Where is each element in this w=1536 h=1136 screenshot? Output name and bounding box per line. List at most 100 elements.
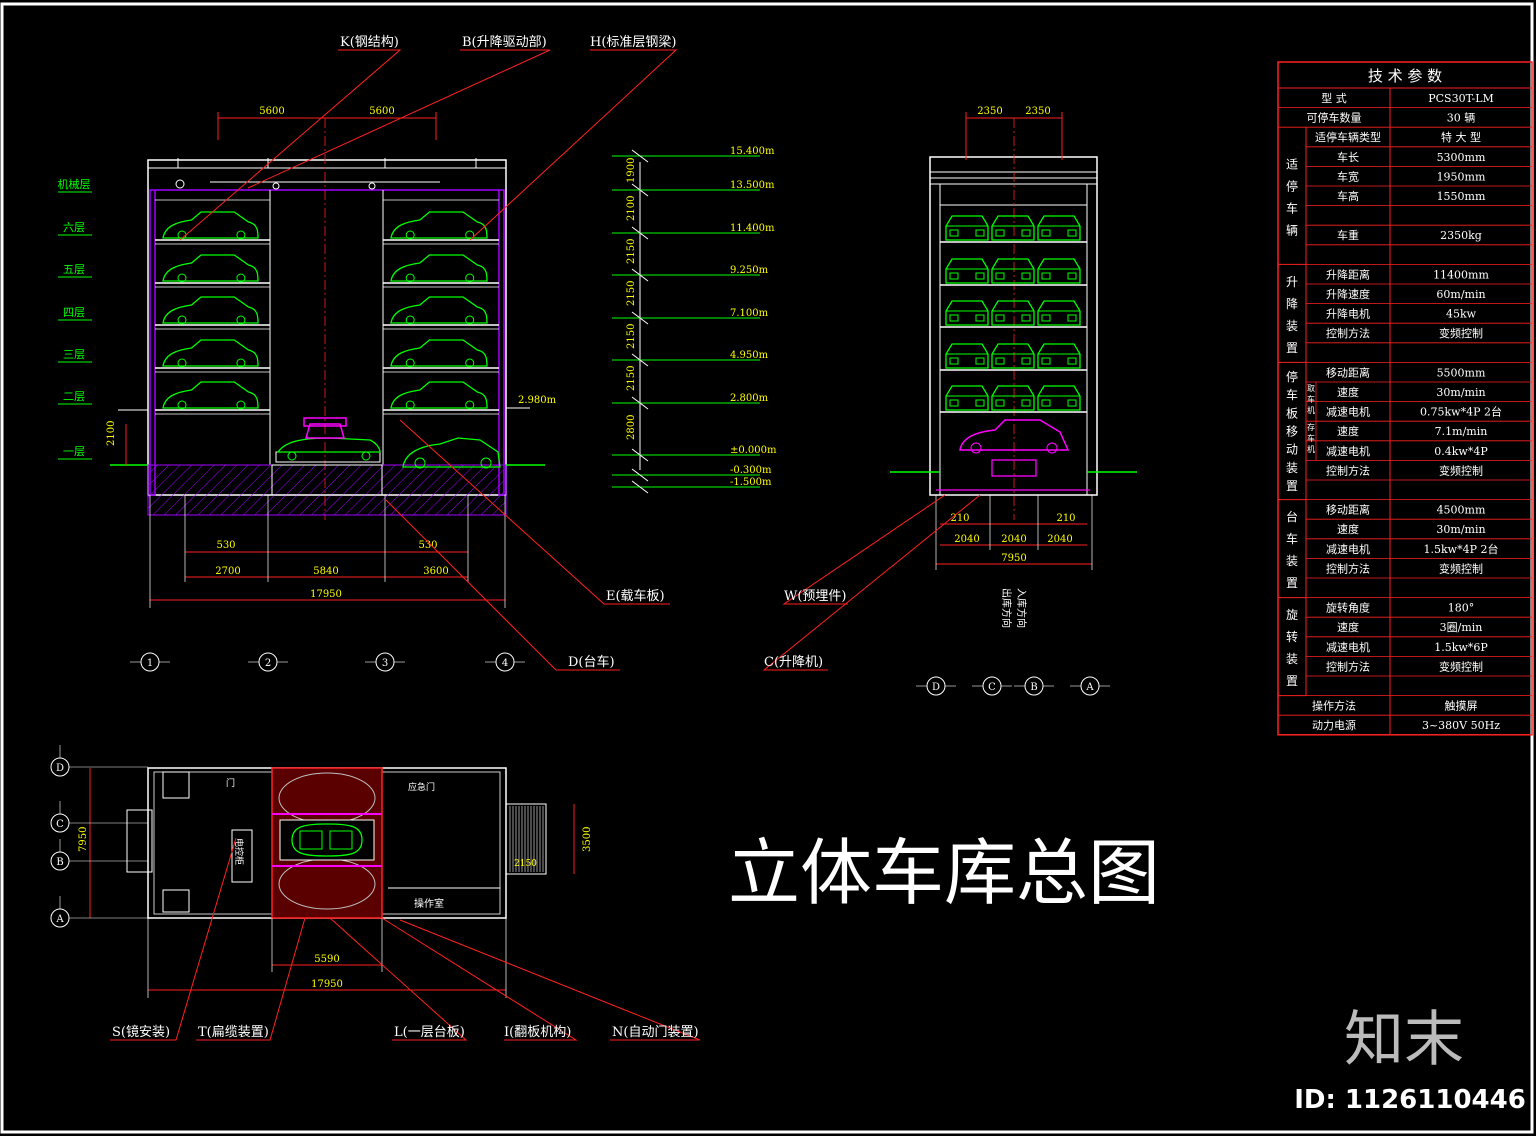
table-param-name: 车高 [1337, 189, 1359, 203]
table-group-char: 降 [1286, 297, 1298, 311]
table-group-char: 停 [1286, 178, 1298, 193]
axis-bubble: 4 [502, 658, 508, 669]
dim-5840: 5840 [313, 566, 338, 577]
table-param-name: 升降速度 [1326, 287, 1370, 301]
table-param-name: 控制方法 [1326, 463, 1370, 477]
elevation-label: -0.300m [730, 465, 772, 476]
callout-i: I(翻板机构) [504, 1025, 571, 1040]
height-label: 2150 [626, 324, 637, 349]
table-sub-char: 车 [1307, 433, 1315, 443]
elevation-label: 11.400m [730, 223, 775, 234]
table-group-char: 辆 [1286, 223, 1298, 237]
side-dim-2040-c: 2040 [1047, 534, 1072, 545]
elevation-label: 2.800m [730, 393, 769, 404]
plan-door: 门 [226, 777, 235, 789]
table-param-name: 可停车数量 [1307, 111, 1362, 125]
side-dim-2040-b: 2040 [1001, 534, 1026, 545]
table-param-name: 车长 [1337, 150, 1359, 164]
table-param-name: 适停车辆类型 [1315, 130, 1381, 144]
side-outline [929, 156, 1098, 496]
table-group-char: 装 [1286, 461, 1298, 475]
drawing-title: 立体车库总图 [728, 831, 1160, 915]
axis-bubble: D [932, 682, 940, 693]
table-group-char: 置 [1286, 576, 1298, 590]
plan-dim-17950: 17950 [311, 979, 343, 990]
table-param-name: 车重 [1337, 228, 1359, 242]
table-group-char: 车 [1286, 387, 1298, 402]
callout-b: B(升降驱动部) [462, 35, 547, 50]
table-param-name: 减速电机 [1326, 405, 1370, 419]
axis-bubble: C [988, 682, 996, 693]
floor-label: 二层 [63, 390, 85, 403]
callouts: K(钢结构) B(升降驱动部) H(标准层钢梁) E(载车板) D(台车) W(… [110, 35, 981, 1041]
axis-bubble: C [56, 819, 64, 830]
table-group-char: 装 [1286, 319, 1298, 333]
table-param-name: 控制方法 [1326, 561, 1370, 575]
callout-k: K(钢结构) [340, 35, 399, 50]
table-param-name: 型 式 [1321, 91, 1347, 105]
column-left [149, 189, 156, 496]
floor-label: 机械层 [58, 177, 91, 191]
floor-label: 六层 [63, 221, 85, 234]
table-group-char: 动 [1286, 443, 1298, 457]
floor-label: 三层 [63, 348, 85, 361]
height-label: 2150 [626, 366, 637, 391]
table-sub-char: 取 [1307, 384, 1315, 393]
callout-s: S(镜安装) [112, 1025, 170, 1040]
table-group-char: 旋 [1286, 608, 1298, 622]
table-param-value: 5500mm [1437, 366, 1486, 379]
table-param-name: 速度 [1337, 424, 1359, 438]
table-param-name: 控制方法 [1326, 326, 1370, 340]
callout-t: T(扁缆装置) [198, 1024, 269, 1040]
callout-w: W(预埋件) [784, 589, 847, 604]
table-param-value: 1.5kw*6P [1434, 641, 1488, 654]
callout-h: H(标准层钢梁) [590, 35, 676, 50]
table-param-value: 3~380V 50Hz [1422, 719, 1500, 732]
height-label: 2150 [626, 281, 637, 306]
table-param-name: 操作方法 [1312, 699, 1356, 713]
table-param-value: 45kw [1446, 308, 1477, 321]
table-param-name: 升降电机 [1326, 307, 1370, 321]
table-param-value: 4500mm [1437, 504, 1486, 517]
dim-17950: 17950 [310, 589, 342, 600]
table-param-value: 30 辆 [1447, 111, 1476, 125]
table-group-char: 置 [1286, 674, 1298, 688]
axis-bubble: B [1030, 682, 1037, 693]
table-param-value: 变频控制 [1439, 561, 1483, 575]
table-sub-char: 存 [1307, 422, 1315, 432]
plan-dim-2150: 2150 [514, 859, 537, 869]
callout-l: L(一层台板) [394, 1025, 465, 1040]
table-param-value: 变频控制 [1439, 326, 1483, 340]
table-param-name: 车宽 [1337, 169, 1359, 183]
dim-530-right: 530 [418, 540, 437, 551]
table-group-char: 移 [1286, 425, 1298, 439]
table-param-value: 60m/min [1436, 288, 1485, 301]
axis-bubble: A [55, 914, 64, 925]
table-param-value: 11400mm [1433, 268, 1489, 281]
side-dim-7950: 7950 [1001, 553, 1026, 564]
table-param-name: 控制方法 [1326, 659, 1370, 673]
table-param-value: 0.75kw*4P 2台 [1420, 405, 1502, 419]
table-param-name: 升降距离 [1326, 267, 1370, 281]
plan-dim-3500: 3500 [582, 827, 593, 852]
table-param-name: 减速电机 [1326, 640, 1370, 654]
axis-bubble: D [56, 763, 64, 774]
table-param-value: 0.4kw*4P [1434, 445, 1488, 458]
height-label: 2100 [626, 196, 637, 221]
floor-plan: 电控柜 门 应急门 操作室 7950 3500 2150 5590 17950 … [50, 745, 593, 998]
plan-dim-5590: 5590 [314, 954, 339, 965]
side-dim-210-right: 210 [1056, 513, 1075, 524]
table-param-value: 3圈/min [1440, 621, 1483, 634]
floor-label: 五层 [63, 263, 85, 276]
table-group-char: 车 [1286, 531, 1298, 546]
axis-bubble: 3 [382, 658, 388, 669]
table-group-char: 车 [1286, 200, 1298, 215]
watermark-logo: 知末 [1344, 1005, 1464, 1075]
elevation-scale: 15.400m13.500m11.400m9.250m7.100m4.950m2… [612, 146, 777, 494]
table-param-name: 速度 [1337, 385, 1359, 399]
plan-cabinet: 电控柜 [233, 838, 245, 865]
plan-dim-7950: 7950 [78, 827, 89, 852]
